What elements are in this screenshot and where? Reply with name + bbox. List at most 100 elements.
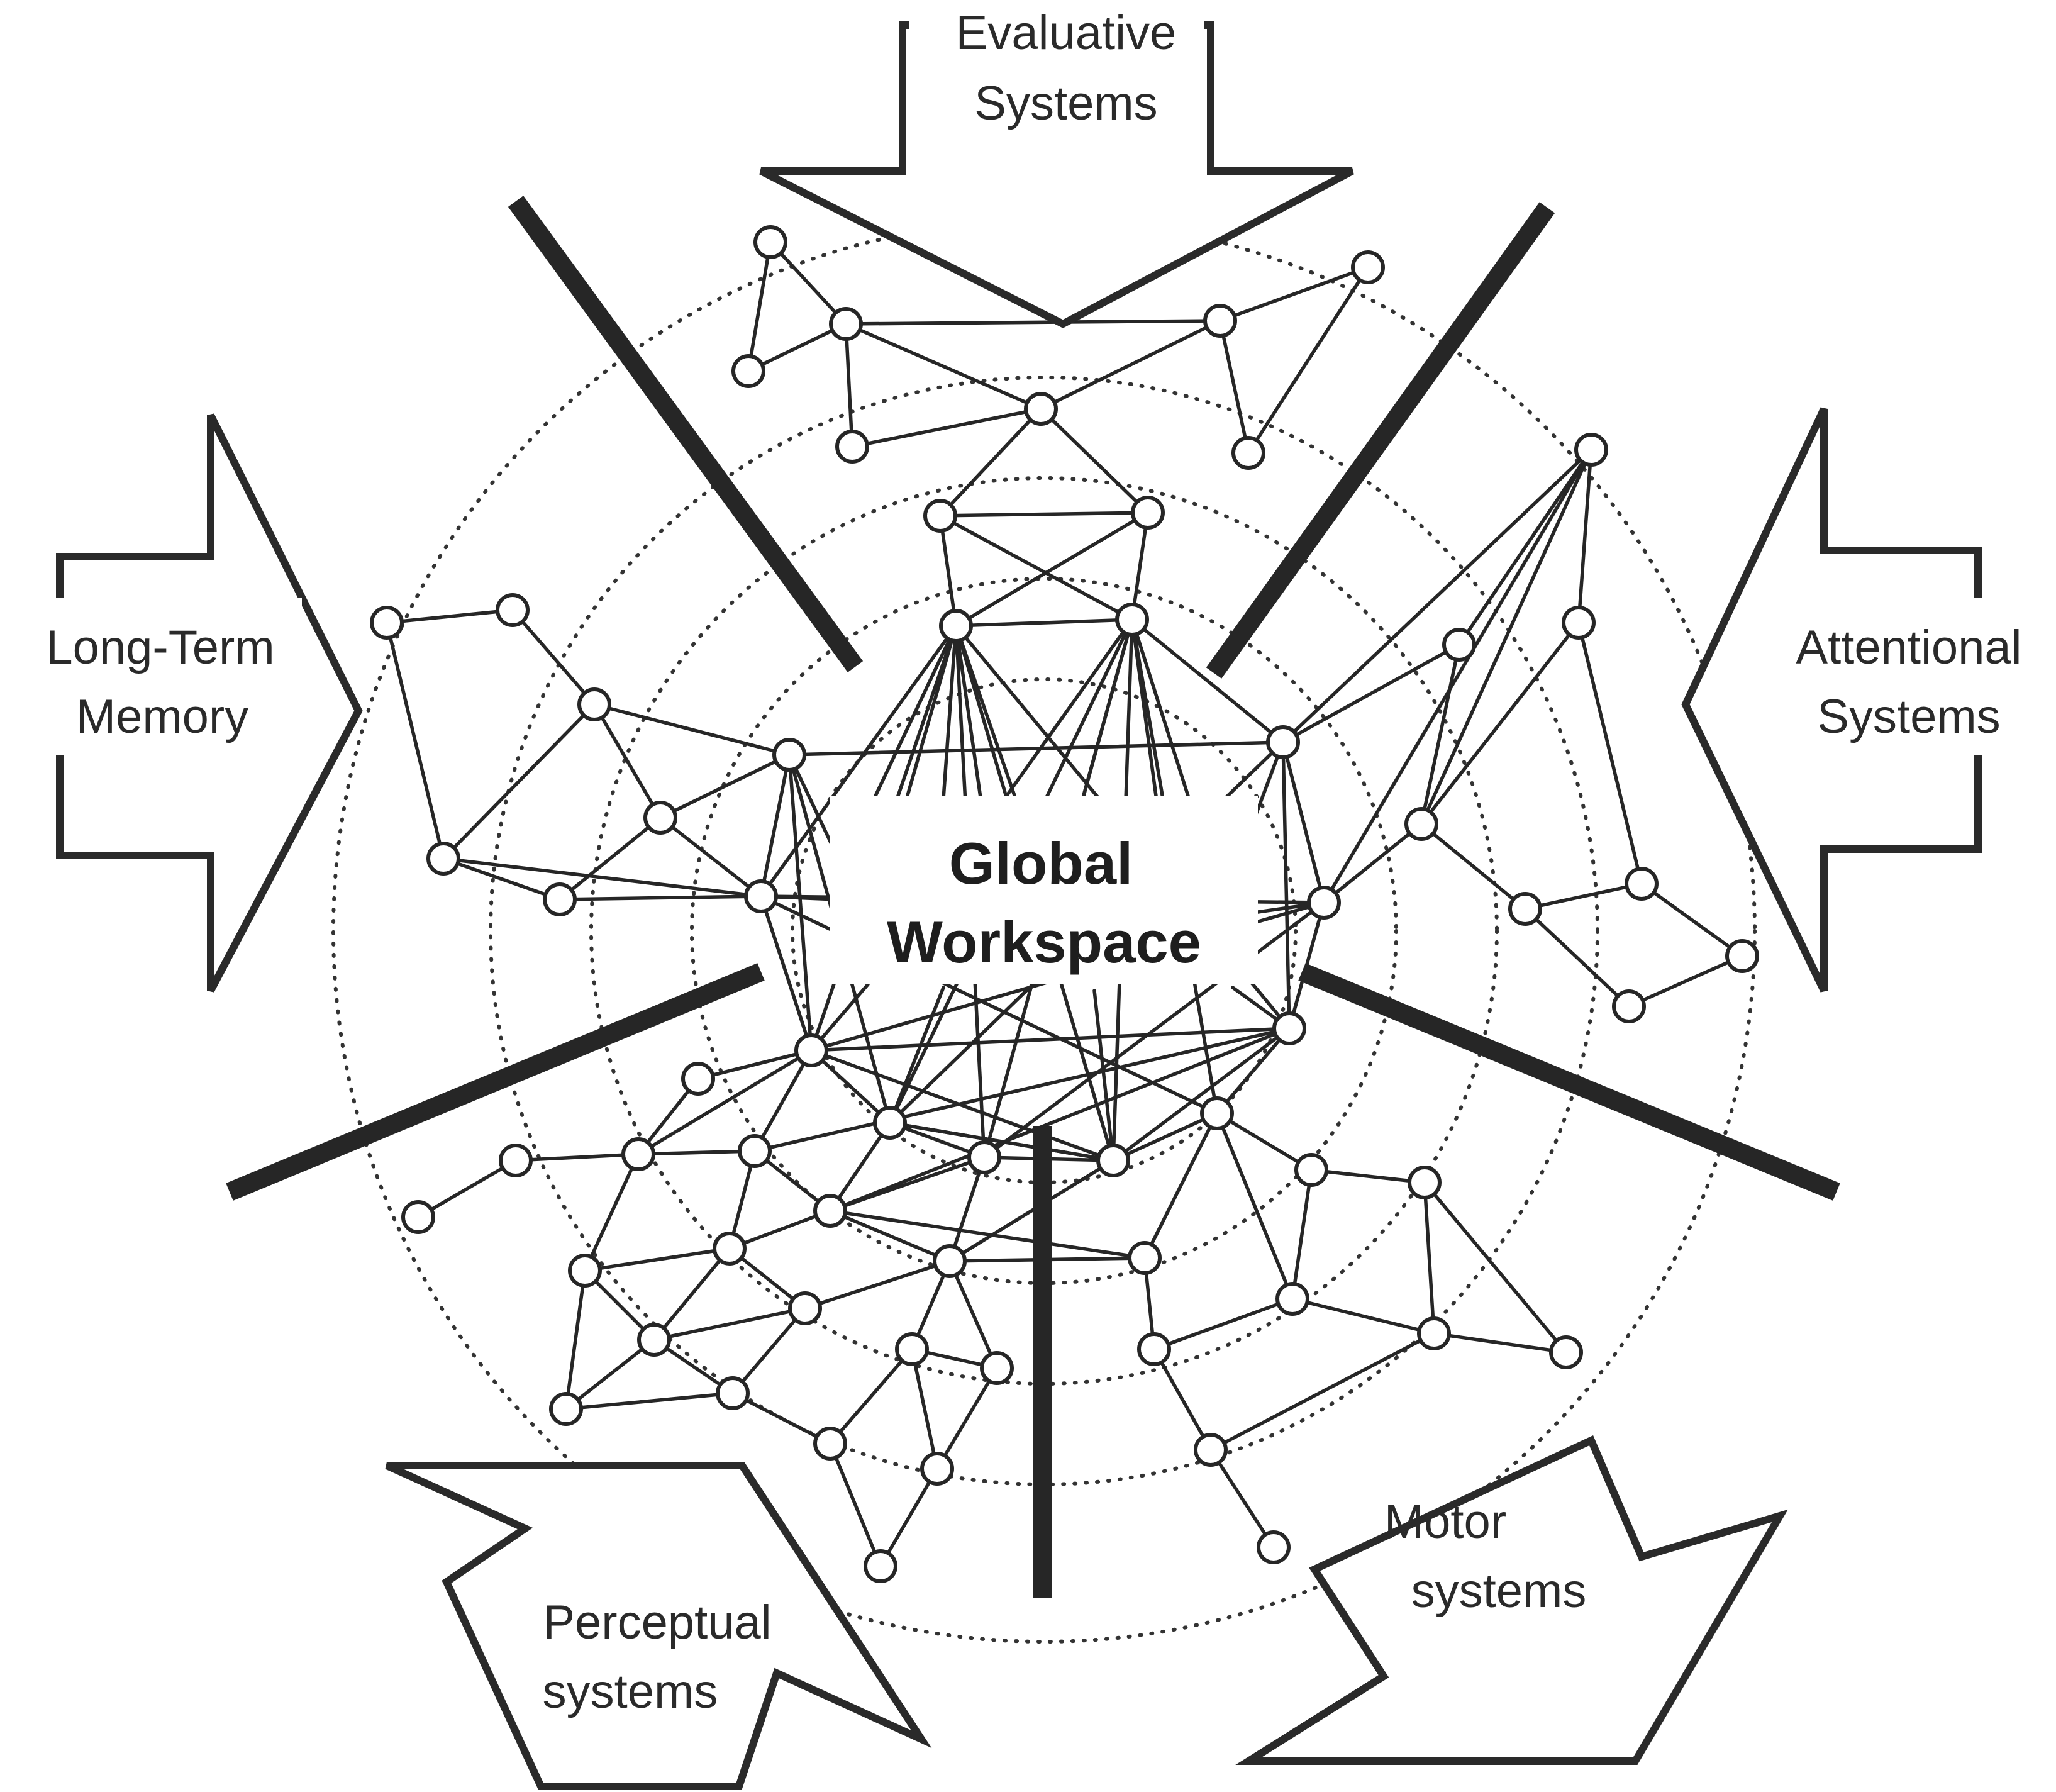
network-edge [1577,621,1643,886]
network-edge [1457,448,1593,647]
network-edge [1281,740,1291,1030]
network-edge [844,322,1043,411]
motor-label-line1: Motor [1384,1495,1506,1549]
long-term-memory-label-line2: Memory [76,690,248,743]
network-node [873,1106,907,1140]
network-edge [564,1269,587,1411]
network-edge [652,1306,807,1342]
network-edge [442,857,763,898]
network-edge [888,1121,1115,1162]
network-edge [948,1159,1115,1263]
network-edge [982,901,1326,1159]
evaluative-label-line2: Systems [974,77,1157,130]
network-node [1562,606,1596,640]
network-node [1612,989,1646,1023]
network-node [813,1427,847,1461]
divider-left [226,963,765,1201]
network-edge [385,621,445,860]
network-edge [1111,1027,1291,1162]
network-edge [1039,407,1150,515]
network-edge [759,894,813,1052]
network-edge [753,1049,813,1153]
workspace-connection-edge [1130,618,1197,820]
network-edge [1209,1448,1275,1549]
network-node [637,1323,671,1357]
network-edge [1420,822,1527,911]
network-edge [1215,1027,1291,1115]
network-edge [1291,1168,1313,1301]
network-edge [747,240,772,373]
network-edge [759,753,791,898]
network-node [549,1392,583,1426]
global-workspace-box: Global Workspace [830,796,1258,984]
network-node [967,1140,1001,1174]
network-edge [1215,1111,1313,1172]
perceptual-label-line2: systems [543,1665,718,1718]
network-edge [828,1027,1291,1213]
network-node [1351,250,1385,284]
workspace-connection-edge [954,624,1021,810]
network-edge [1247,265,1370,455]
network-node [1024,392,1058,426]
network-edge [879,1467,939,1568]
network-node [939,609,973,643]
ring-5 [331,218,1757,1644]
network-edge [442,703,596,860]
network-edge [1039,319,1222,411]
workspace-connection-edge [888,986,945,1125]
network-edge [696,1049,813,1081]
network-edge [1309,1168,1426,1184]
network-edge [1523,907,1631,1008]
workspace-connection-edge [1092,989,1115,1162]
network-edge [514,1152,640,1162]
network-edge [511,608,596,706]
network-edge [731,1391,832,1445]
network-node [1137,1332,1171,1366]
network-edge [416,1159,518,1219]
network-edge [948,1259,999,1370]
network-edge [1640,882,1744,958]
network-node [753,225,787,259]
evaluative-label-line1: Evaluative [956,6,1177,60]
network-node [496,593,530,627]
network-edge [636,1149,757,1156]
motor-systems-arrow: Motor systems [1235,1435,1788,1765]
divider-right [1298,963,1840,1201]
network-node [1275,1282,1309,1316]
network-node [681,1062,715,1096]
network-edge [954,618,1134,628]
network-node [864,1549,897,1583]
network-node [568,1254,602,1288]
workspace-connection-edge [904,624,958,804]
workspace-connection-edge [1080,618,1134,804]
network-edge [1152,1347,1213,1452]
network-edge [592,703,791,757]
network-edge [442,857,562,901]
network-edge [636,1049,813,1156]
network-edge [759,624,958,898]
network-edge [1420,643,1461,826]
network-edge [1322,822,1423,904]
network-node [1266,725,1300,759]
network-edge [728,1209,832,1250]
network-edge [803,1259,952,1310]
network-node [1549,1335,1583,1369]
divider-top-left [508,196,864,672]
network-node [1442,628,1476,662]
network-node [794,1033,828,1067]
network-edge [1577,448,1593,625]
divider-top-right [1206,202,1555,679]
network-edge [564,1391,735,1411]
network-edge [592,703,662,820]
network-node [1115,603,1149,637]
network-edge [850,407,1043,448]
network-node [643,801,677,835]
network-edge [658,816,763,898]
network-node [1272,1011,1306,1045]
network-edge [753,1027,1291,1153]
network-node [1200,1096,1234,1130]
motor-label-line2: systems [1411,1564,1587,1618]
sector-dividers [226,196,1840,1598]
global-workspace-label-line2: Workspace [887,909,1201,975]
long-term-memory-label-line1: Long-Term [46,621,274,674]
